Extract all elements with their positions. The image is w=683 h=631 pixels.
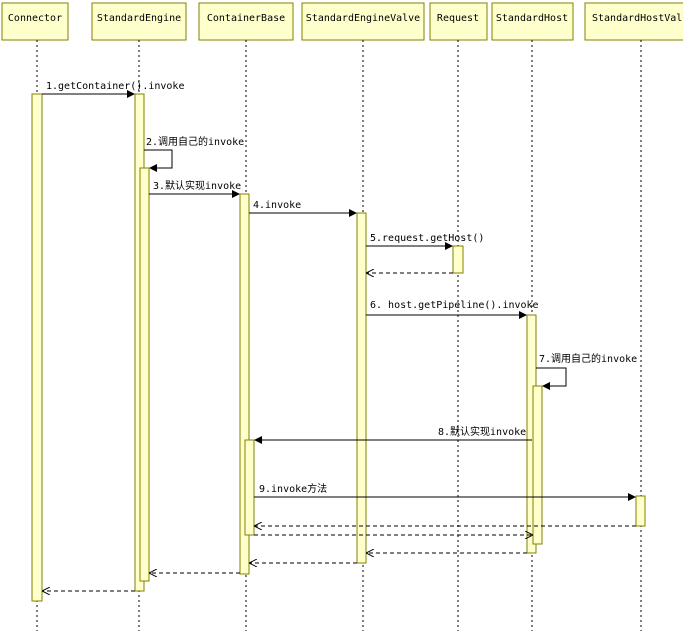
participant-box bbox=[584, 2, 683, 41]
activation-request bbox=[452, 245, 464, 274]
participant-label: StandardHost bbox=[496, 13, 568, 24]
participant-label: Connector bbox=[8, 13, 62, 24]
participant-standard-engine: StandardEngine bbox=[91, 2, 187, 41]
participant-label: Request bbox=[437, 13, 479, 24]
participant-label: StandardHostValve bbox=[592, 13, 683, 24]
participant-connector: Connector bbox=[1, 2, 69, 41]
message-7: 7.调用自己的invoke bbox=[536, 352, 637, 390]
activation-standard-host-inner bbox=[532, 385, 543, 545]
message-label: 4.invoke bbox=[253, 200, 301, 211]
participant-standard-host: StandardHost bbox=[491, 2, 574, 41]
participant-request: Request bbox=[429, 2, 488, 41]
activation-standard-engine-inner bbox=[139, 167, 150, 582]
message-label: 8.默认实现invoke bbox=[438, 425, 526, 438]
activation-standard-engine-valve bbox=[356, 212, 367, 564]
message-label: 9.invoke方法 bbox=[259, 482, 327, 495]
message-label: 2.调用自己的invoke bbox=[146, 135, 244, 148]
message-arrow bbox=[144, 149, 173, 172]
message-4: 4.invoke bbox=[249, 200, 357, 217]
participant-label: ContainerBase bbox=[207, 13, 285, 24]
lifelines bbox=[36, 40, 642, 631]
participant-label: StandardEngine bbox=[97, 13, 181, 24]
message-label: 6. host.getPipeline().invoke bbox=[370, 300, 539, 311]
return-arrows bbox=[43, 526, 636, 591]
message-3: 3.默认实现invoke bbox=[149, 179, 241, 198]
participant-standard-host-valve: StandardHostValve bbox=[584, 2, 683, 41]
message-8: 8.默认实现invoke bbox=[254, 425, 532, 444]
message-arrow bbox=[536, 367, 567, 390]
message-label: 3.默认实现invoke bbox=[153, 179, 241, 192]
participant-box bbox=[91, 2, 187, 41]
participant-box bbox=[301, 2, 425, 41]
participant-container-base: ContainerBase bbox=[198, 2, 294, 41]
participant-standard-engine-valve: StandardEngineValve bbox=[301, 2, 425, 41]
message-label: 1.getContainer().invoke bbox=[46, 81, 184, 92]
message-9: 9.invoke方法 bbox=[254, 482, 636, 501]
message-2: 2.调用自己的invoke bbox=[144, 135, 244, 172]
participant-box bbox=[1, 2, 69, 41]
activation-container-base-inner bbox=[244, 439, 255, 536]
participant-box bbox=[198, 2, 294, 41]
activation-connector bbox=[31, 93, 43, 602]
activation-standard-host-valve bbox=[635, 495, 646, 527]
activation-container-base-outer bbox=[239, 193, 250, 575]
message-1: 1.getContainer().invoke bbox=[42, 81, 184, 98]
participant-label: StandardEngineValve bbox=[306, 13, 420, 24]
message-5: 5.request.getHost() bbox=[366, 233, 484, 250]
message-6: 6. host.getPipeline().invoke bbox=[366, 300, 539, 319]
message-label: 5.request.getHost() bbox=[370, 233, 484, 244]
activations bbox=[31, 93, 646, 602]
message-label: 7.调用自己的invoke bbox=[539, 352, 637, 365]
participant-box bbox=[491, 2, 574, 41]
